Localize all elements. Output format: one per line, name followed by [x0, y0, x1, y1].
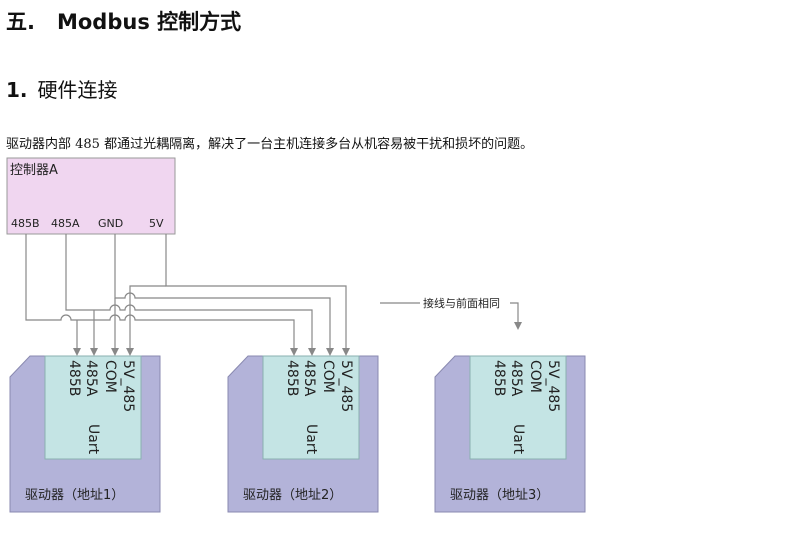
subsection-heading: 1. 硬件连接: [6, 74, 118, 103]
driver-2-uart-label: Uart: [303, 424, 319, 455]
subsection-number: 1.: [6, 78, 28, 102]
driver-2-pin-com: COM: [320, 360, 336, 393]
controller-a: 控制器A 485B 485A GND 5V: [6, 157, 176, 235]
driver-2-label: 驱动器（地址2）: [243, 488, 342, 503]
driver-3-pin-5v485: 5V_485: [545, 360, 561, 412]
note-background: [421, 295, 509, 311]
driver-1-pin-5v485: 5V_485: [120, 360, 136, 412]
driver-3-uart-label: Uart: [510, 424, 526, 455]
driver-1-pin-485a: 485A: [83, 360, 99, 397]
note-text: 接线与前面相同: [423, 296, 500, 310]
wire-485a: [65, 234, 316, 356]
driver-2-pin-485b: 485B: [284, 360, 300, 396]
section-heading: 五. Modbus 控制方式: [6, 6, 241, 36]
driver-2: 485B 485A COM 5V_485 Uart 驱动器（地址2）: [227, 355, 379, 513]
driver-2-uart-block: [262, 355, 360, 460]
controller-box: [6, 157, 176, 235]
driver-3-label: 驱动器（地址3）: [450, 488, 549, 503]
description-paragraph: 驱动器内部 485 都通过光耦隔离，解决了一台主机连接多台从机容易被干扰和损坏的…: [6, 137, 534, 152]
subsection-title: 硬件连接: [37, 78, 118, 102]
driver-1-pin-com: COM: [102, 360, 118, 393]
driver-3-pin-com: COM: [527, 360, 543, 393]
wires: [25, 234, 522, 356]
wire-gnd: [114, 234, 334, 356]
controller-pin-485b: 485B: [11, 217, 40, 230]
section-number: 五.: [6, 10, 35, 34]
driver-1-pin-485b: 485B: [66, 360, 82, 396]
driver-2-pin-5v485: 5V_485: [338, 360, 354, 412]
driver-3-pin-485b: 485B: [491, 360, 507, 396]
driver-3: 485B 485A COM 5V_485 Uart 驱动器（地址3）: [434, 355, 586, 513]
section-title: Modbus 控制方式: [56, 10, 242, 34]
driver-1-uart-label: Uart: [85, 424, 101, 455]
note-wire-right: [510, 302, 522, 330]
driver-2-pin-485a: 485A: [301, 360, 317, 397]
wire-5v: [165, 234, 350, 356]
driver-3-uart-block: [469, 355, 567, 460]
driver-1: 485B 485A COM 5V_485 Uart 驱动器（地址1）: [9, 355, 161, 513]
driver-3-pin-485a: 485A: [508, 360, 524, 397]
wire-5v-to-driver1: [126, 285, 166, 356]
controller-title: 控制器A: [10, 163, 58, 178]
driver-1-label: 驱动器（地址1）: [25, 488, 124, 503]
controller-pin-5v: 5V: [149, 217, 164, 230]
controller-pin-gnd: GND: [98, 217, 123, 230]
driver-1-uart-block: [44, 355, 142, 460]
controller-pin-485a: 485A: [51, 217, 80, 230]
